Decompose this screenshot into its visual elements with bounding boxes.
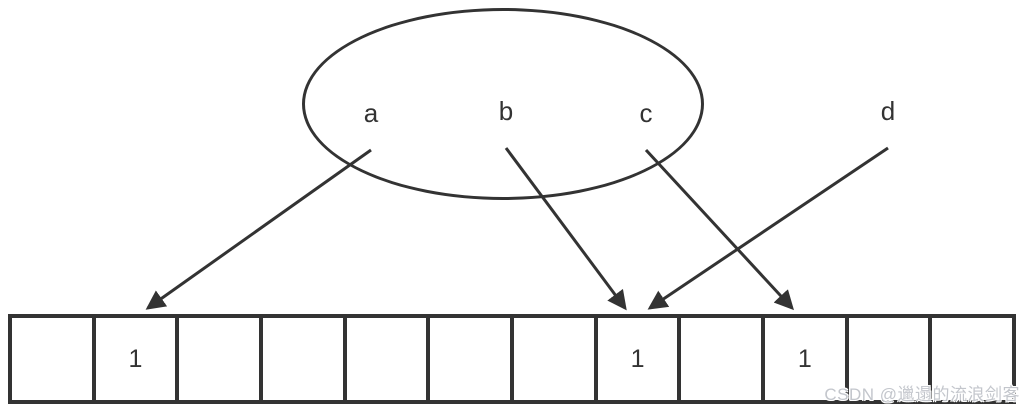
array-cell-2 — [175, 318, 259, 400]
array-cell-0 — [12, 318, 92, 400]
array-cell-3 — [259, 318, 343, 400]
array-cell-1: 1 — [91, 318, 176, 400]
hash-arrow-d — [647, 146, 889, 310]
element-label-c: c — [637, 98, 655, 128]
element-label-b: b — [496, 96, 516, 126]
array-cell-8 — [677, 318, 761, 400]
element-label-d: d — [878, 96, 898, 126]
array-cell-11 — [928, 318, 1012, 400]
array-cell-6 — [510, 318, 594, 400]
hash-arrow-a — [145, 148, 372, 310]
hash-arrow-c — [644, 148, 794, 311]
element-label-a: a — [361, 98, 381, 128]
set-ellipse — [302, 8, 704, 200]
bit-array: 1 1 1 — [8, 314, 1016, 404]
array-cell-5 — [426, 318, 510, 400]
array-cell-9: 1 — [761, 318, 845, 400]
watermark: CSDN @邋遢的流浪剑客 — [824, 385, 1020, 404]
array-cell-4 — [342, 318, 427, 400]
array-cell-10 — [844, 318, 929, 400]
array-cell-7: 1 — [593, 318, 678, 400]
